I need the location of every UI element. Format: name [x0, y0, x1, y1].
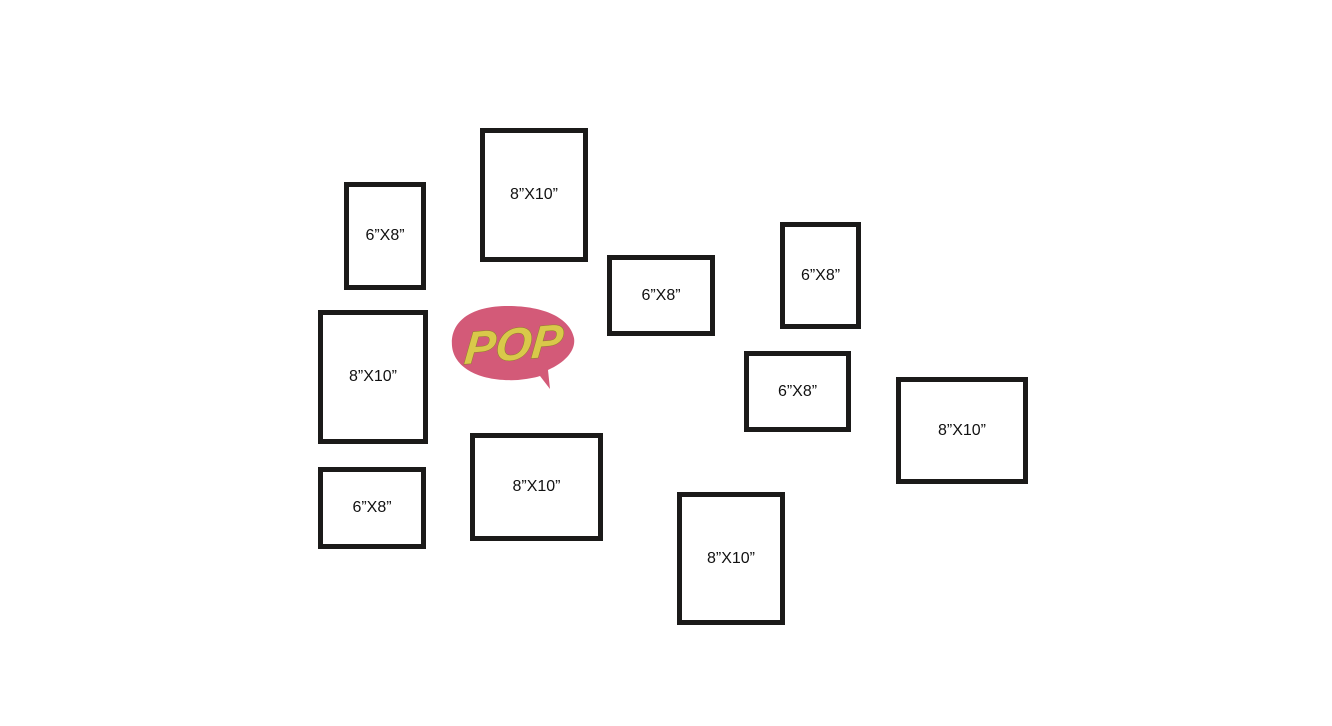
frame-label: 6”X8” [352, 499, 392, 516]
frame-6x8: 6”X8” [607, 255, 715, 336]
frame-6x8: 6”X8” [318, 467, 426, 549]
frame-label: 8”X10” [348, 368, 398, 385]
frame-8x10: 8”X10” [896, 377, 1028, 484]
frame-8x10: 8”X10” [480, 128, 588, 262]
frame-label: 8”X10” [706, 549, 756, 567]
frame-8x10: 8”X10” [677, 492, 785, 625]
frame-label: 6”X8” [800, 266, 841, 284]
frame-label: 6”X8” [641, 286, 681, 304]
frame-6x8: 6”X8” [744, 351, 851, 432]
frame-8x10: 8”X10” [470, 433, 603, 541]
pop-logo-text: POP [462, 314, 565, 374]
frame-label: 8”X10” [512, 478, 561, 495]
frame-label: 8”X10” [937, 421, 987, 439]
frame-label: 6”X8” [365, 227, 405, 244]
frame-6x8: 6”X8” [780, 222, 861, 329]
pop-logo: POP [451, 306, 575, 389]
frame-8x10: 8”X10” [318, 310, 428, 444]
frame-label: 6”X8” [777, 382, 818, 400]
frame-label: 8”X10” [509, 186, 559, 203]
frame-6x8: 6”X8” [344, 182, 426, 290]
speech-bubble-icon [451, 306, 575, 389]
